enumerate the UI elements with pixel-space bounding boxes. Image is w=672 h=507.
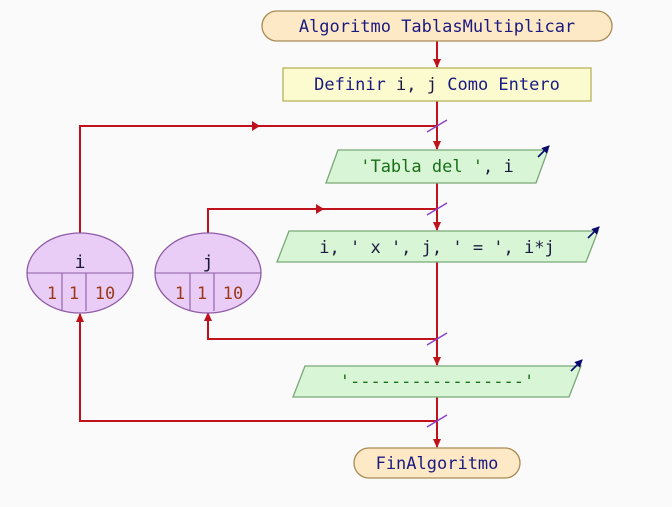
junction-tick [426,414,448,428]
output-1-label: 'Tabla del ', i [360,157,514,177]
junction-tick [426,332,448,346]
loop-j-top-arrow [316,204,324,214]
loop-i-return-wire [76,313,437,422]
junction-tick [426,119,448,133]
loop-j-var: j [203,252,214,273]
output-arrow-icon [587,226,600,239]
loop-i[interactable]: i 1 1 10 [26,232,134,314]
output-2-label: i, ' x ', j, ' = ', i*j [319,238,554,258]
junction-tick [426,202,448,216]
output-arrow-icon [570,359,583,372]
start-terminal[interactable]: Algoritmo TablasMultiplicar [261,10,613,42]
definir-label: Definir i, j Como Entero [314,75,560,95]
output-tabla-del[interactable]: 'Tabla del ', i [325,149,549,184]
output-multiplication[interactable]: i, ' x ', j, ' = ', i*j [276,230,599,263]
definir-process[interactable]: Definir i, j Como Entero [282,67,592,102]
loop-j-return-wire [204,312,437,340]
loop-i-top-wire [79,125,437,248]
loop-j-step: 1 [197,284,207,304]
loop-j-start: 1 [175,284,185,304]
loop-i-var: i [75,252,86,273]
loop-j-top-wire [207,208,437,238]
loop-j-end: 10 [223,284,243,304]
loop-j[interactable]: j 1 1 10 [154,232,262,314]
output-3-label: '-----------------' [340,372,534,392]
loop-i-end: 10 [95,284,115,304]
loop-i-start: 1 [47,284,57,304]
output-separator[interactable]: '-----------------' [292,365,582,398]
loop-i-step: 1 [69,284,79,304]
end-terminal[interactable]: FinAlgoritmo [353,447,521,479]
end-label: FinAlgoritmo [376,454,499,474]
start-label: Algoritmo TablasMultiplicar [299,17,575,37]
output-arrow-icon [537,145,550,158]
loop-i-top-arrow [252,121,260,131]
